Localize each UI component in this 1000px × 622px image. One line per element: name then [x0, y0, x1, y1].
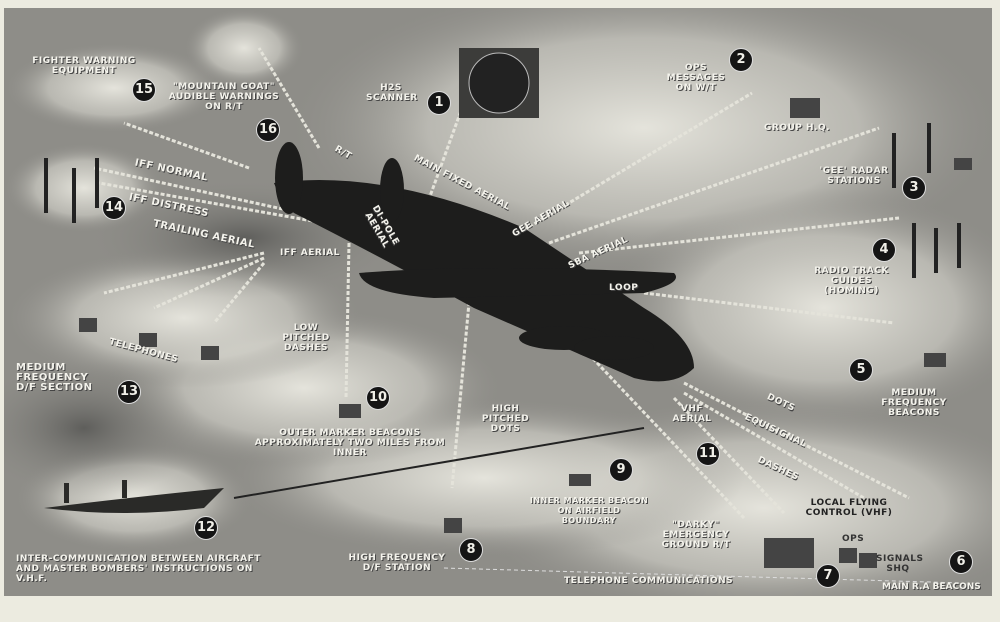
marker-5: 5	[849, 358, 873, 382]
aircraft-12	[44, 480, 224, 513]
marker-13: 13	[117, 380, 141, 404]
marker-7: 7	[816, 564, 840, 588]
illustration-art	[4, 8, 992, 596]
marker-12: 12	[194, 516, 218, 540]
marker-15: 15	[132, 78, 156, 102]
vhf-link	[233, 427, 645, 499]
marker-14: 14	[102, 196, 126, 220]
label-group-hq: GROUP H.Q.	[764, 123, 831, 133]
label-high-pitched-dots: HIGH PITCHED DOTS	[481, 404, 530, 434]
label-darky: "DARKY" EMERGENCY GROUND R/T	[661, 520, 731, 550]
marker-1: 1	[427, 91, 451, 115]
radio-masts	[44, 123, 961, 278]
label-gee-stations: 'GEE' RADAR STATIONS	[819, 166, 889, 186]
label-hf-df: HIGH FREQUENCY D/F STATION	[348, 553, 446, 573]
label-fighter-warning: FIGHTER WARNING EQUIPMENT	[32, 56, 136, 76]
label-mountain-goat: "MOUNTAIN GOAT" AUDIBLE WARNINGS ON R/T	[168, 82, 280, 112]
marker-2: 2	[729, 48, 753, 72]
label-local-flying-control: LOCAL FLYING CONTROL (VHF)	[805, 498, 893, 518]
illustration-panel: 1 2 3 4 5 6 7 8 9 10 11 12 13 14 15 16 H…	[4, 8, 992, 596]
label-loop: LOOP	[609, 283, 639, 293]
label-outer-marker: OUTER MARKER BEACONS APPROXIMATELY TWO M…	[254, 428, 446, 458]
h2s-scope	[468, 52, 530, 114]
lancaster-bomber	[274, 142, 694, 382]
label-inner-marker: INNER MARKER BEACON ON AIRFIELD BOUNDARY	[529, 496, 649, 525]
marker-10: 10	[366, 386, 390, 410]
marker-6: 6	[949, 550, 973, 574]
label-telephone-communications: TELEPHONE COMMUNICATIONS	[564, 576, 734, 586]
label-h2s-scanner: H2S SCANNER	[366, 83, 418, 103]
label-low-pitched-dashes: LOW PITCHED DASHES	[282, 323, 330, 353]
label-ops: OPS	[842, 534, 865, 544]
marker-4: 4	[872, 238, 896, 262]
label-main-ra-beacons: MAIN R.A BEACONS	[882, 582, 981, 592]
marker-3: 3	[902, 176, 926, 200]
label-radio-track-guides: RADIO TRACK GUIDES (HOMING)	[814, 266, 889, 296]
buildings	[79, 98, 972, 568]
telephone-line	[443, 567, 965, 584]
label-signals-shq: SIGNALS SHQ	[876, 554, 924, 574]
signal-beams	[93, 47, 910, 520]
marker-16: 16	[256, 118, 280, 142]
marker-11: 11	[696, 442, 720, 466]
label-iff-aerial: IFF AERIAL	[280, 248, 340, 258]
label-vhf-aerial: VHF AERIAL	[672, 404, 712, 424]
label-inter-communication: INTER-COMMUNICATION BETWEEN AIRCRAFT AND…	[16, 554, 261, 584]
label-ops-messages: OPS MESSAGES ON W/T	[666, 63, 726, 93]
marker-8: 8	[459, 538, 483, 562]
label-mf-df-section: MEDIUM FREQUENCY D/F SECTION	[16, 362, 93, 393]
marker-9: 9	[609, 458, 633, 482]
label-mf-beacons: MEDIUM FREQUENCY BEACONS	[881, 388, 947, 418]
